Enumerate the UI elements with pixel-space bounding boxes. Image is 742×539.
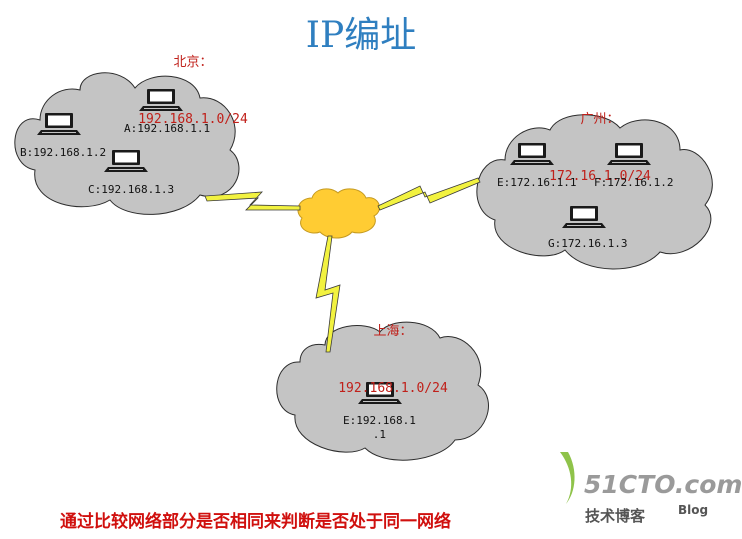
host-c-label: C:192.168.1.3 — [88, 183, 175, 196]
watermark-blog: Blog — [678, 503, 709, 517]
site-shanghai-label: 上海： 192.168.1.0/24 — [318, 284, 468, 417]
host-f-label: F:172.16.1.2 — [594, 176, 674, 189]
watermark-logo: 51CTO.com — [584, 470, 742, 499]
host-a-label: A:192.168.1.1 — [124, 122, 211, 135]
page-title: IP编址 — [305, 15, 417, 56]
site-shanghai-subnet: 192.168.1.0/24 — [338, 381, 448, 396]
host-e-gz-label: E:172.16.1.1 — [497, 176, 577, 189]
watermark-swoosh-icon — [560, 452, 575, 504]
watermark-subtitle: 技术博客 — [585, 507, 646, 525]
link-guangzhou — [377, 177, 481, 211]
host-b-label: B:192.168.1.2 — [20, 146, 107, 159]
site-shanghai-name: 上海： — [373, 324, 413, 339]
site-beijing-name: 北京： — [173, 55, 213, 70]
site-guangzhou-label: 广州： 172.16.1.0/24 — [525, 72, 675, 205]
link-shanghai — [315, 235, 341, 353]
host-g-label: G:172.16.1.3 — [548, 237, 628, 250]
site-guangzhou-subnet: 172.16.1.0/24 — [549, 169, 651, 184]
link-beijing — [204, 191, 301, 211]
wan-cloud — [297, 188, 380, 239]
network-diagram — [14, 72, 713, 504]
beijing-cloud — [14, 72, 240, 215]
footer-caption: 通过比较网络部分是否相同来判断是否处于同一网络 — [60, 512, 451, 532]
host-e-sh-label: E:192.168.1 .1 — [343, 414, 416, 441]
site-beijing-subnet: 192.168.1.0/24 — [138, 112, 248, 127]
site-beijing-label: 北京： 192.168.1.0/24 — [118, 15, 268, 148]
site-guangzhou-name: 广州： — [580, 112, 620, 127]
